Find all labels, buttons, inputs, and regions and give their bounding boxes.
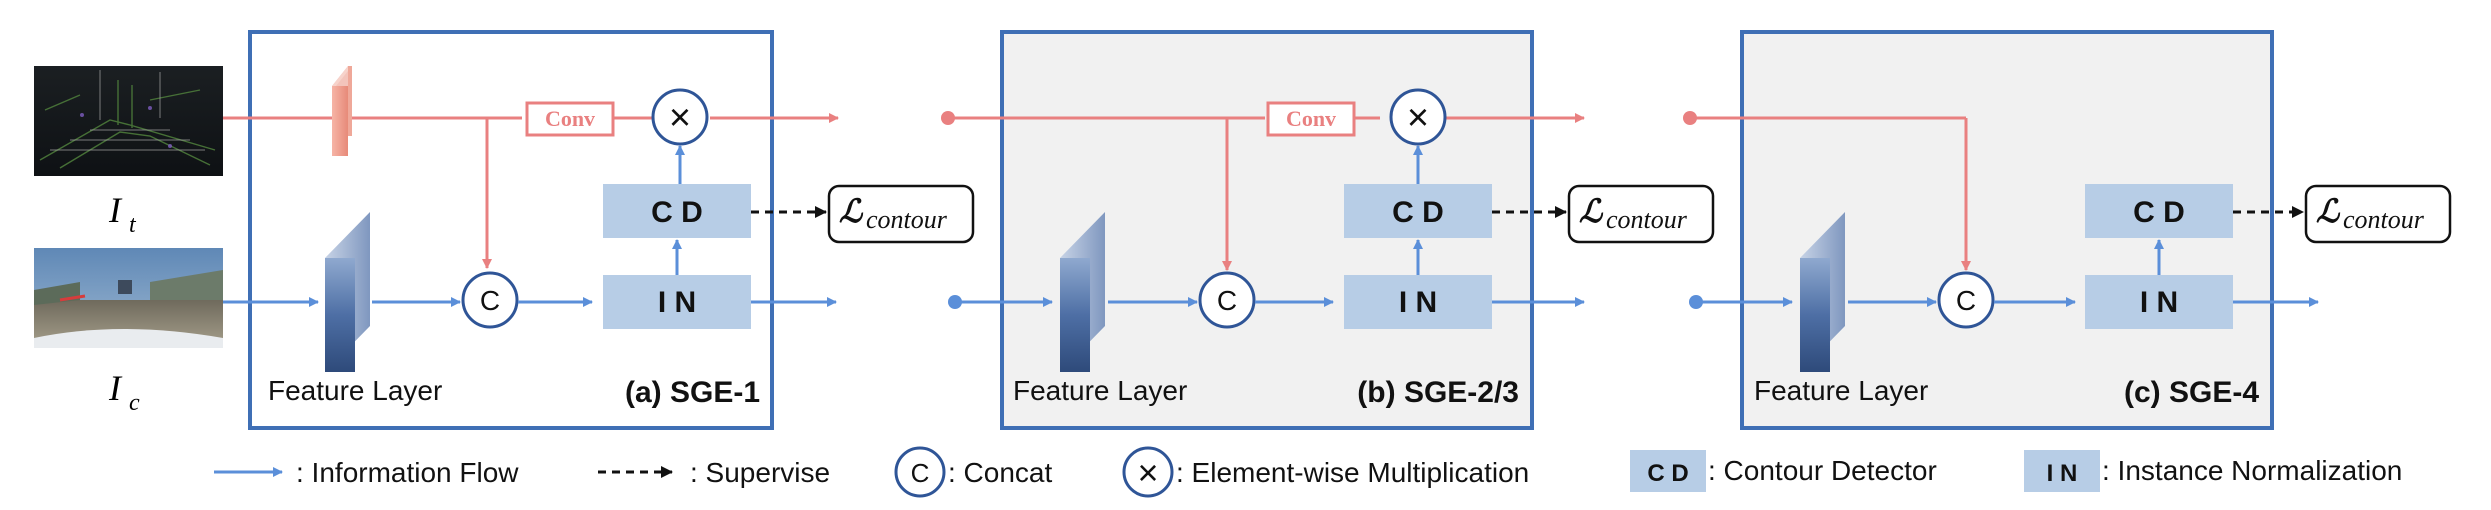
cd-box-a: C D [603, 184, 751, 238]
panel-sge-1: Conv × C I N C D Feature Layer (a) SGE-1 [223, 30, 839, 430]
svg-text:C D: C D [1392, 196, 1444, 229]
panel-title-a: (a) SGE-1 [625, 376, 760, 409]
svg-text:C: C [1217, 285, 1237, 316]
svg-text:I N: I N [2047, 460, 2078, 487]
input-label-top: I t [108, 190, 137, 238]
svg-text:ℒ: ℒ [839, 193, 864, 229]
legend-supervise-label: : Supervise [690, 457, 830, 488]
legend-in-symbol: I N [2024, 450, 2100, 492]
input-image-edges [34, 66, 223, 176]
conv-box-b: Conv [1266, 101, 1356, 137]
svg-text:Conv: Conv [545, 106, 595, 131]
feature-layer-block-b [1060, 212, 1105, 372]
legend-flow-label: : Information Flow [296, 457, 519, 488]
cd-box-b: C D [1344, 184, 1492, 238]
svg-text:c: c [129, 390, 140, 416]
svg-text:contour: contour [2343, 205, 2425, 234]
svg-text:I N: I N [658, 286, 696, 319]
svg-text:contour: contour [1606, 205, 1688, 234]
feature-layer-label-b: Feature Layer [1013, 375, 1187, 406]
svg-text:C: C [911, 458, 930, 488]
cd-box-c: C D [2085, 184, 2233, 238]
svg-text:×: × [1137, 452, 1158, 493]
svg-text:I: I [108, 368, 123, 408]
svg-text:C: C [1956, 285, 1976, 316]
svg-text:×: × [669, 97, 691, 139]
multiply-node-a: × [651, 88, 709, 146]
legend-mult-label: : Element-wise Multiplication [1176, 457, 1529, 488]
feature-layer-block [325, 212, 370, 372]
svg-text:t: t [129, 212, 137, 238]
svg-text:I N: I N [2140, 286, 2178, 319]
legend-cd-label: : Contour Detector [1708, 455, 1937, 486]
legend-concat-symbol: C [894, 446, 946, 498]
svg-text:C: C [480, 285, 500, 316]
loss-box-c: ℒ contour [2304, 184, 2452, 244]
panel-title-c: (c) SGE-4 [2124, 376, 2259, 409]
concat-node-c: C [1937, 271, 1995, 329]
legend: : Information Flow : Supervise C : Conca… [214, 446, 2402, 498]
legend-cd-symbol: C D [1630, 450, 1706, 492]
legend-concat-label: : Concat [948, 457, 1052, 488]
multiply-node-b: × [1389, 88, 1447, 146]
svg-text:C D: C D [651, 196, 703, 229]
svg-text:ℒ: ℒ [2316, 193, 2341, 229]
in-box-c: I N [2085, 275, 2233, 329]
concat-node-b: C [1198, 271, 1256, 329]
svg-text:C D: C D [1647, 460, 1688, 487]
loss-box-b: ℒ contour [1567, 184, 1715, 244]
in-box-a: I N [603, 275, 751, 329]
red-feature-block [332, 66, 352, 156]
legend-mult-symbol: × [1122, 446, 1174, 498]
in-box-b: I N [1344, 275, 1492, 329]
panel-sge-4: C I N C D Feature Layer (c) SGE-4 [1683, 30, 2319, 430]
loss-box-a: ℒ contour [827, 184, 975, 244]
concat-node-a: C [461, 271, 519, 329]
conv-box-a: Conv [525, 101, 615, 137]
svg-text:I: I [108, 190, 123, 230]
feature-layer-label-c: Feature Layer [1754, 375, 1928, 406]
legend-in-label: : Instance Normalization [2102, 455, 2402, 486]
input-image-rgb [34, 248, 223, 348]
svg-text:Conv: Conv [1286, 106, 1336, 131]
input-label-bottom: I c [108, 368, 140, 416]
svg-text:×: × [1407, 97, 1429, 139]
panel-sge-2-3: Conv × C I N C D Feature Layer [941, 30, 1585, 430]
svg-text:contour: contour [866, 205, 948, 234]
feature-layer-block-c [1800, 212, 1845, 372]
panel-title-b: (b) SGE-2/3 [1357, 376, 1519, 409]
svg-text:ℒ: ℒ [1579, 193, 1604, 229]
svg-text:I N: I N [1399, 286, 1437, 319]
svg-text:C D: C D [2133, 196, 2185, 229]
feature-layer-label-a: Feature Layer [268, 375, 442, 406]
